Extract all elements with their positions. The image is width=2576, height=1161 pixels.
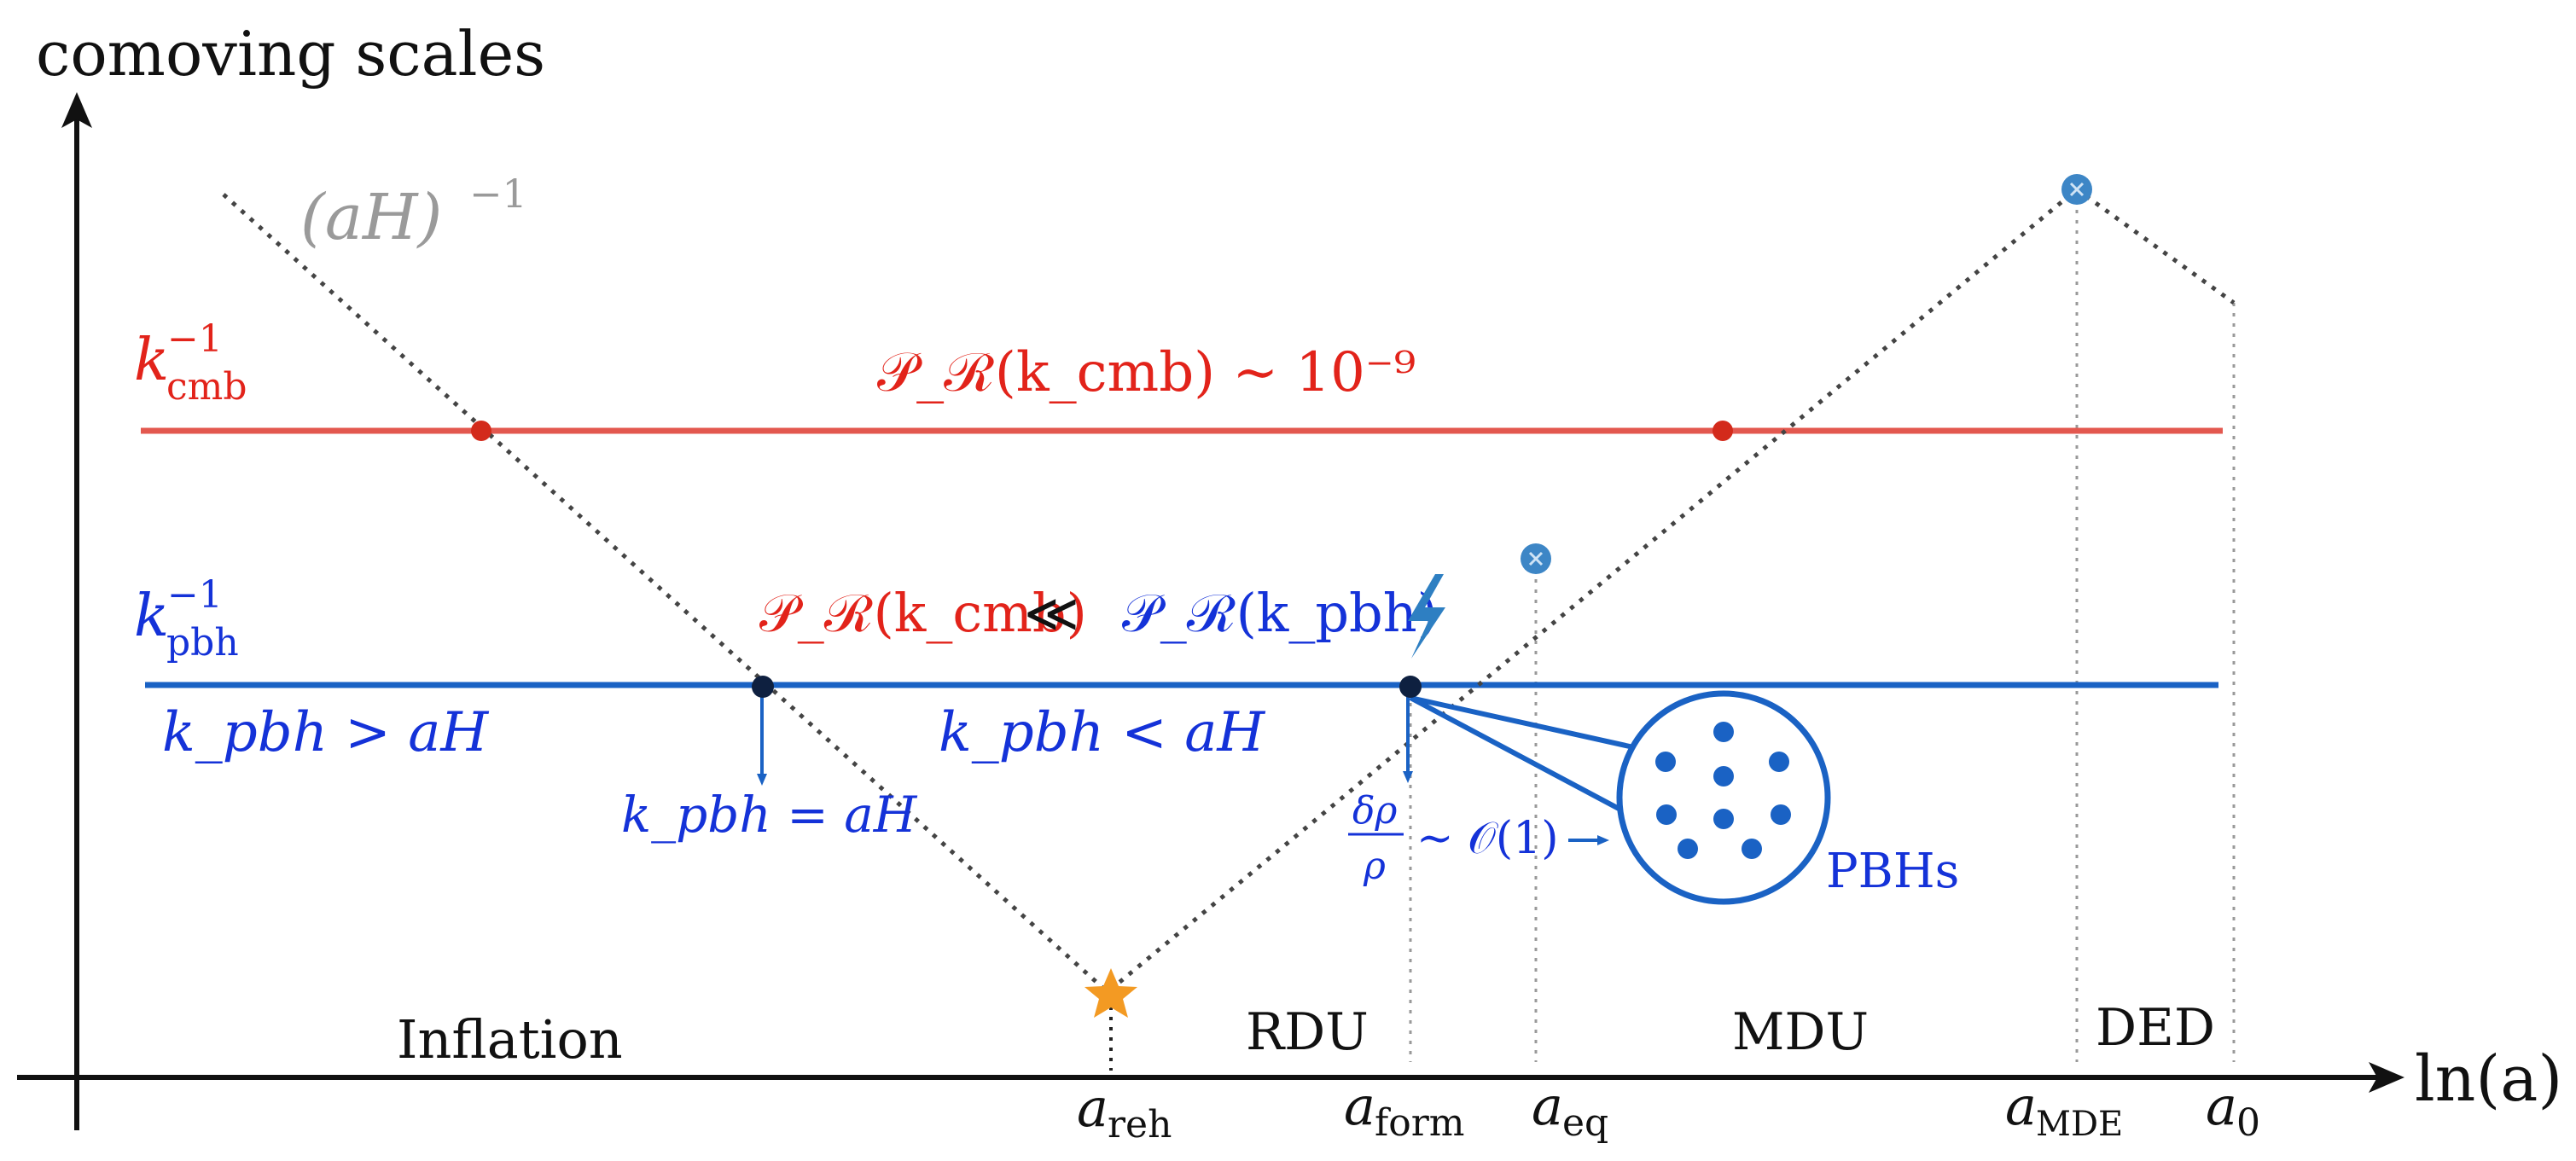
tick-a-reh: a reh [1077,1077,1172,1146]
epoch-mdu: MDU [1732,1002,1869,1062]
crossed-circle-icon [1521,543,1551,574]
cmb-scale-label: k −1 cmb [134,317,247,409]
cmb-exit-dot [471,421,491,441]
tick-sub: eq [1562,1101,1608,1145]
tick-sub: form [1375,1101,1465,1145]
pbh-scale-label: k −1 pbh [134,573,239,665]
tick-base: a [1077,1077,1108,1139]
tick-sub: 0 [2236,1101,2260,1145]
pbh-reentry-dot [1399,676,1422,698]
tick-base: a [2005,1075,2037,1137]
pbh-dot [1678,839,1698,859]
pbh-scale-sup: −1 [167,573,223,617]
power-comparison-left: 𝒫_ℛ(k_cmb) [759,582,1087,644]
pbh-scale-base: k [134,583,169,650]
epoch-guides [1109,189,2236,1071]
tick-base: a [1532,1075,1563,1137]
cmb-scale-sup: −1 [167,317,223,361]
pbh-dot [1655,752,1676,772]
hubble-horizon-curve [222,186,2236,996]
subhorizon-label: k_pbh < aH [939,701,1265,764]
pbh-circle [1616,690,1831,905]
horizon-label: (aH) −1 [300,171,527,254]
tick-base: a [1344,1075,1375,1137]
tick-base: a [2206,1075,2237,1137]
pbh-scale-sub: pbh [166,621,239,665]
pbh-dot [1713,809,1734,829]
tick-a-eq: a eq [1532,1075,1608,1145]
pbh-label: PBHs [1826,844,1959,899]
horizon-label-main: (aH) [300,181,442,254]
x-tick-labels: a reh a form a eq a MDE a 0 [1077,1075,2260,1146]
svg-text:(aH): (aH) [300,181,442,254]
pbh-dot [1713,766,1734,787]
pbh-exit-dot [752,676,774,698]
tick-a-0: a 0 [2206,1075,2260,1145]
collapse-frac-den: ρ [1363,845,1386,888]
pbh-dot [1742,839,1762,859]
power-comparison: 𝒫_ℛ(k_cmb) ≪ 𝒫_ℛ(k_pbh) [759,582,1438,644]
epoch-inflation: Inflation [397,1008,623,1071]
power-comparison-op: ≪ [1024,582,1079,644]
superhorizon-label: k_pbh > aH [162,701,489,764]
y-axis-label: comoving scales [36,18,545,90]
collapse-tail: ∼ 𝒪(1) [1416,813,1559,864]
pbh-dot [1713,722,1734,742]
epoch-ded: DED [2096,998,2215,1058]
crossed-circle-icon [2061,174,2092,205]
tick-a-mde: a MDE [2005,1075,2123,1144]
cmb-reentry-dot [1712,421,1733,441]
x-axis-label: ln(a) [2415,1042,2562,1116]
pbh-dot [1769,752,1789,772]
power-comparison-right: 𝒫_ℛ(k_pbh) [1122,582,1438,644]
crossing-label: k_pbh = aH [621,786,918,844]
circle-cluster-icon [1655,722,1791,859]
pbh-magnifier [1409,690,1831,905]
star-icon [1084,968,1137,1018]
x-axis-arrowhead [2369,1062,2404,1093]
collapse-frac-num: δρ [1352,789,1397,833]
lightning-bolt-icon [1408,574,1445,659]
epoch-rdu: RDU [1246,1002,1369,1062]
tick-sub: reh [1108,1103,1172,1146]
pbh-dot [1771,804,1791,825]
horizon-label-sup: −1 [469,171,527,217]
cmb-scale-base: k [134,327,169,394]
cmb-scale-sub: cmb [166,365,247,409]
tick-sub: MDE [2036,1105,2123,1144]
pbh-dot [1656,804,1677,825]
y-axis-arrowhead [61,92,92,128]
epoch-labels: Inflation RDU MDU DED [397,998,2215,1071]
tick-a-form: a form [1344,1075,1465,1145]
cmb-power-annotation: 𝒫_ℛ(k_cmb) ∼ 10⁻⁹ [877,341,1416,404]
axes: comoving scales ln(a) [17,18,2562,1130]
collapse-condition: δρ ρ ∼ 𝒪(1) [1348,789,1609,888]
